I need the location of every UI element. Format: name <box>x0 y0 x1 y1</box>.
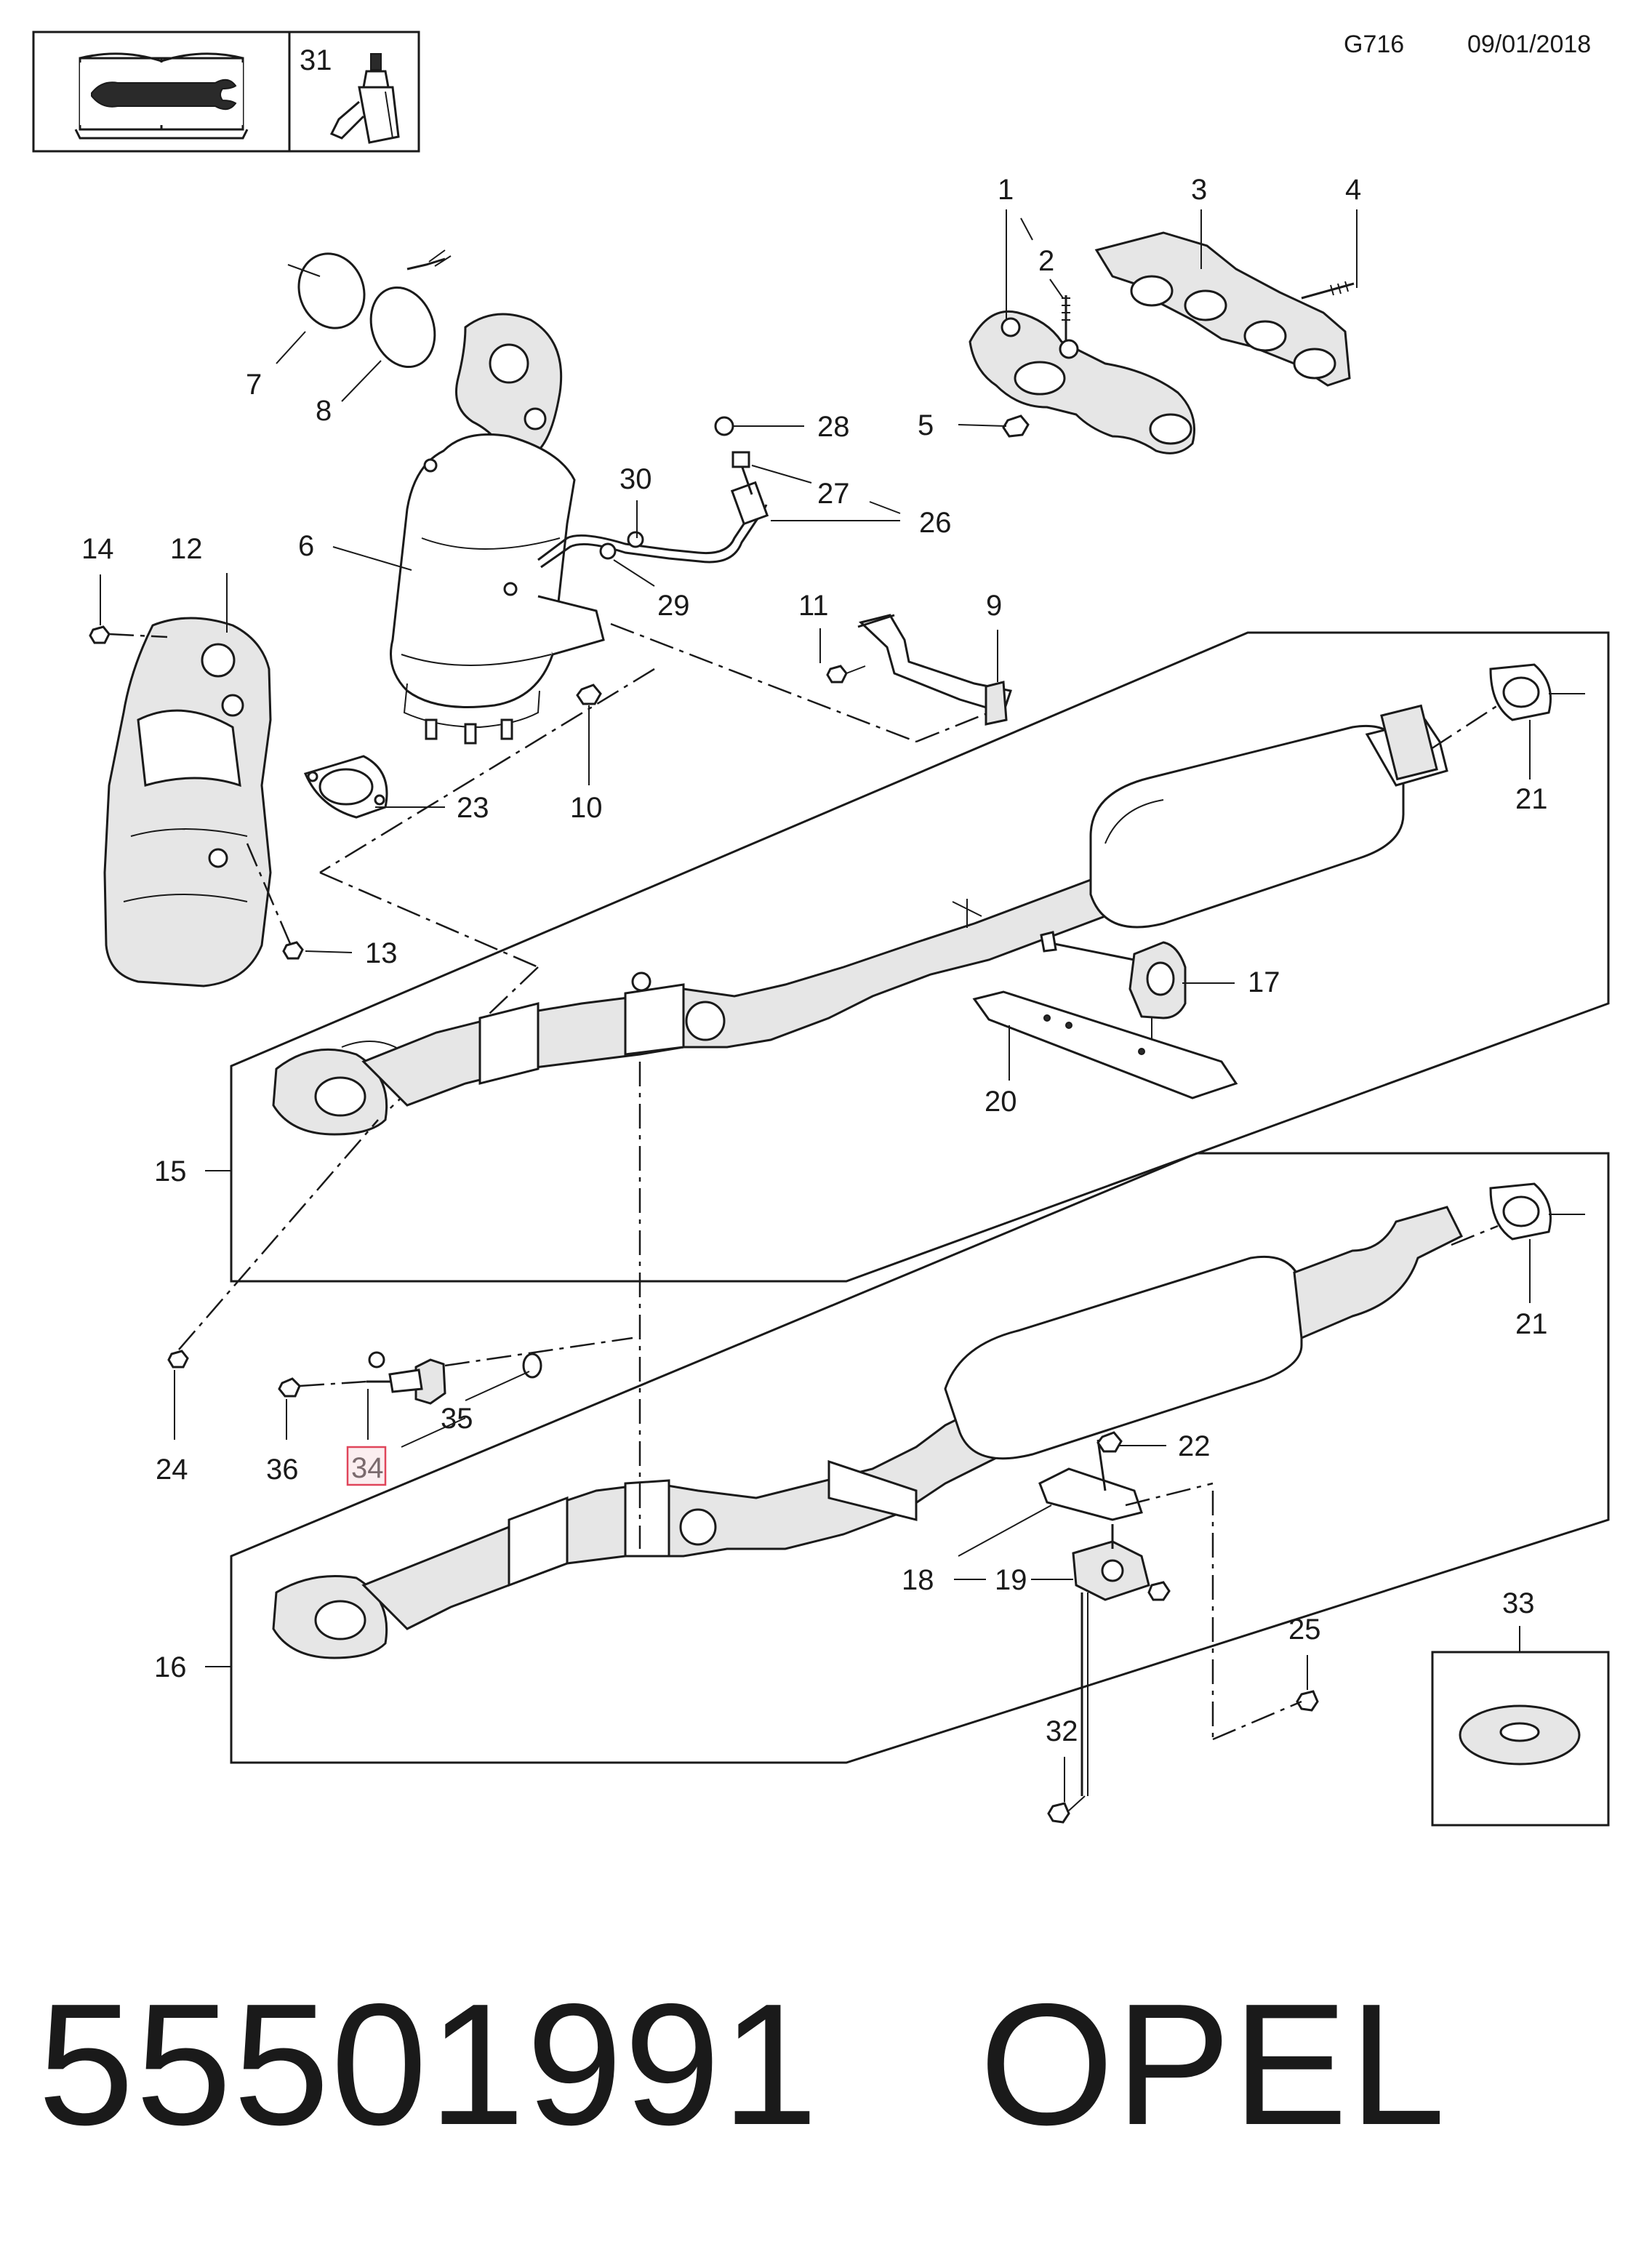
callout-2: 2 <box>1038 245 1054 277</box>
callout-34: 34 <box>351 1452 384 1484</box>
callout-15: 15 <box>154 1155 187 1187</box>
highlight-box-34 <box>346 1446 387 1486</box>
callout-28: 28 <box>817 411 850 443</box>
manual-book-icon <box>74 52 249 140</box>
callout-21-upper: 21 <box>1515 783 1548 815</box>
gasket-and-clamp <box>297 249 452 369</box>
exhaust-bracket <box>826 614 1012 726</box>
callout-9: 9 <box>986 590 1002 622</box>
callout-14: 14 <box>81 533 114 565</box>
callout-27: 27 <box>817 478 850 510</box>
exhaust-pipe-variant-16 <box>230 1152 1610 1764</box>
callout-22: 22 <box>1178 1430 1211 1462</box>
callout-8: 8 <box>316 395 332 427</box>
callout-18: 18 <box>902 1564 934 1596</box>
callout-36: 36 <box>266 1454 299 1486</box>
callout-5: 5 <box>918 409 934 441</box>
callout-26: 26 <box>919 507 952 539</box>
callout-17: 17 <box>1248 966 1280 998</box>
brand-name: OPEL <box>979 1968 1447 2161</box>
exhaust-system-diagram: 31 G716 09/01/2018 1 2 <box>32 31 1610 1827</box>
callout-35: 35 <box>441 1403 473 1435</box>
callout-6: 6 <box>298 530 314 562</box>
catalytic-converter <box>390 313 605 745</box>
callout-31: 31 <box>300 44 332 76</box>
sealant-tube-icon: 31 <box>300 44 400 144</box>
sensor-group <box>167 1350 542 1405</box>
callout-30: 30 <box>620 463 652 495</box>
diagram-code: G716 <box>1344 31 1404 58</box>
callout-32: 32 <box>1046 1715 1078 1747</box>
callout-21-lower: 21 <box>1515 1308 1548 1340</box>
flange-gasket <box>303 755 388 819</box>
callout-20: 20 <box>985 1086 1017 1118</box>
callout-24: 24 <box>156 1454 188 1486</box>
pressure-pipe <box>537 416 769 569</box>
washer-inset <box>1431 1651 1610 1827</box>
callout-3: 3 <box>1191 174 1207 206</box>
heat-shield <box>103 617 272 987</box>
callout-1: 1 <box>998 174 1014 206</box>
callout-16: 16 <box>154 1651 187 1683</box>
callout-11: 11 <box>798 590 829 622</box>
callout-33: 33 <box>1502 1587 1535 1619</box>
callout-13: 13 <box>365 937 398 969</box>
exhaust-pipe-variant-15 <box>230 631 1610 1283</box>
footer: 55501991 OPEL <box>38 1956 1623 2174</box>
part-number: 55501991 <box>38 1968 819 2161</box>
callout-29: 29 <box>657 590 690 622</box>
callout-10: 10 <box>570 792 603 824</box>
tool-reference-box: 31 <box>32 31 420 153</box>
callout-19: 19 <box>995 1564 1027 1596</box>
exhaust-manifold-group <box>958 231 1355 454</box>
callout-7: 7 <box>246 369 262 401</box>
callout-23: 23 <box>457 792 489 824</box>
diagram-date: 09/01/2018 <box>1467 31 1591 58</box>
callout-4: 4 <box>1345 174 1361 206</box>
callout-25: 25 <box>1288 1614 1321 1646</box>
callout-12: 12 <box>170 533 203 565</box>
